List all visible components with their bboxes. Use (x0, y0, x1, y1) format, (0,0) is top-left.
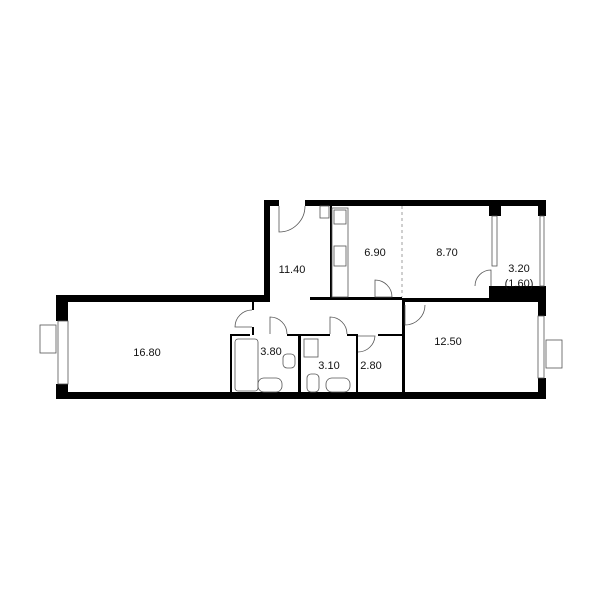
room-area-bathroom: 3.80 (260, 346, 281, 358)
door-closet[interactable] (357, 335, 376, 353)
fridge-icon (319, 205, 330, 219)
door-kitchen[interactable] (374, 279, 393, 298)
windows (39, 215, 563, 385)
door-living[interactable] (234, 309, 253, 328)
door-toilet[interactable] (329, 316, 348, 335)
fixtures (234, 205, 351, 393)
sink-icon (333, 209, 347, 225)
door-balcony[interactable] (474, 269, 492, 287)
bathtub-icon (234, 338, 259, 392)
doors (234, 205, 492, 353)
room-labels: 16.80 11.40 6.90 8.70 3.20 (1.60) 3.80 3… (133, 247, 533, 372)
room-area-balcony: 3.20 (508, 263, 529, 275)
door-bathroom[interactable] (269, 316, 288, 335)
door-bedroom[interactable] (404, 304, 426, 326)
room-area-dining: 8.70 (436, 247, 457, 259)
toilet-icon (282, 353, 296, 369)
kitchen-counter (331, 207, 349, 298)
room-area-toilet: 3.10 (318, 360, 339, 372)
room-area-kitchen: 6.90 (364, 247, 385, 259)
washbasin-icon-2 (325, 377, 351, 393)
washbasin-icon (257, 377, 283, 393)
room-area-bedroom: 12.50 (434, 336, 462, 348)
walls (56, 200, 546, 399)
entry-door[interactable] (278, 205, 306, 233)
room-area-closet: 2.80 (360, 360, 381, 372)
toilet-icon-2 (306, 373, 320, 393)
room-area-balcony-reduced: (1.60) (505, 278, 534, 290)
stove-icon (333, 245, 347, 267)
water-heater-icon (303, 338, 319, 358)
room-area-living: 16.80 (133, 347, 161, 359)
room-area-hallway: 11.40 (279, 264, 306, 276)
